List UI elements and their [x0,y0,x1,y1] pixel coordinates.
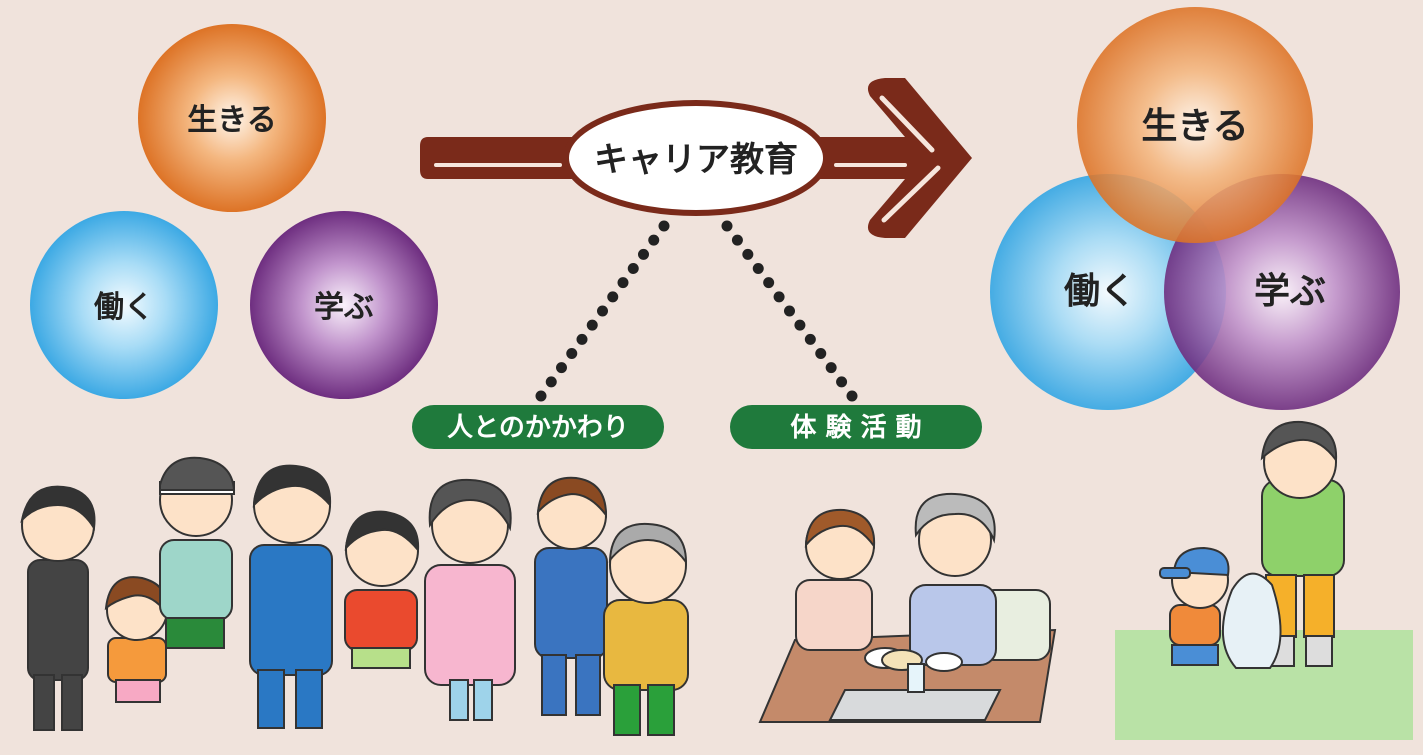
dot-left [586,319,598,331]
dot-right [846,390,858,402]
dot-left [556,362,567,374]
dot-left [627,263,639,274]
dot-right [804,333,816,345]
dot-left [576,333,588,345]
dot-right [815,348,827,359]
elder-care-illustration [758,492,1057,723]
left-circle-learn: 学ぶ [250,211,438,399]
dot-right [836,376,848,388]
dot-left [535,390,547,402]
right-venn: 生きる 働く 学ぶ [990,7,1400,410]
dot-right [752,263,764,274]
left-circle-work: 働く [30,211,218,399]
dot-left [597,305,608,317]
dot-right [731,234,743,246]
dot-left [566,348,578,359]
left-learn-label: 学ぶ [314,290,374,325]
arrow-label: キャリア教育 [594,140,798,180]
tag-relations-label: 人とのかかわり [447,413,629,443]
dot-right [794,319,806,331]
left-live-label: 生きる [187,103,276,138]
left-work-label: 働く [93,290,154,325]
dot-left [545,376,557,388]
dot-left [658,220,670,232]
dot-right [773,291,785,303]
right-circle-live [1077,7,1313,243]
dotted-connectors [535,220,858,402]
dot-left [648,234,660,246]
park-cleanup-illustration [1115,420,1413,740]
dot-right [763,277,775,289]
right-learn-label: 学ぶ [1254,270,1326,312]
right-live-label: 生きる [1141,106,1248,147]
tag-experience-label: 体 験 活 動 [790,413,921,443]
dot-left [607,291,619,303]
right-work-label: 働く [1064,271,1136,312]
dot-right [784,305,795,317]
dot-left [638,248,649,260]
career-arrow: キャリア教育 [420,78,972,238]
dot-right [825,362,837,374]
tag-experience: 体 験 活 動 [730,405,982,449]
dot-left [617,277,629,289]
dot-right [721,220,733,232]
people-group-illustration [20,456,689,736]
dot-right [742,248,754,260]
tag-relations: 人とのかかわり [412,405,664,449]
left-circle-live: 生きる [138,24,326,212]
